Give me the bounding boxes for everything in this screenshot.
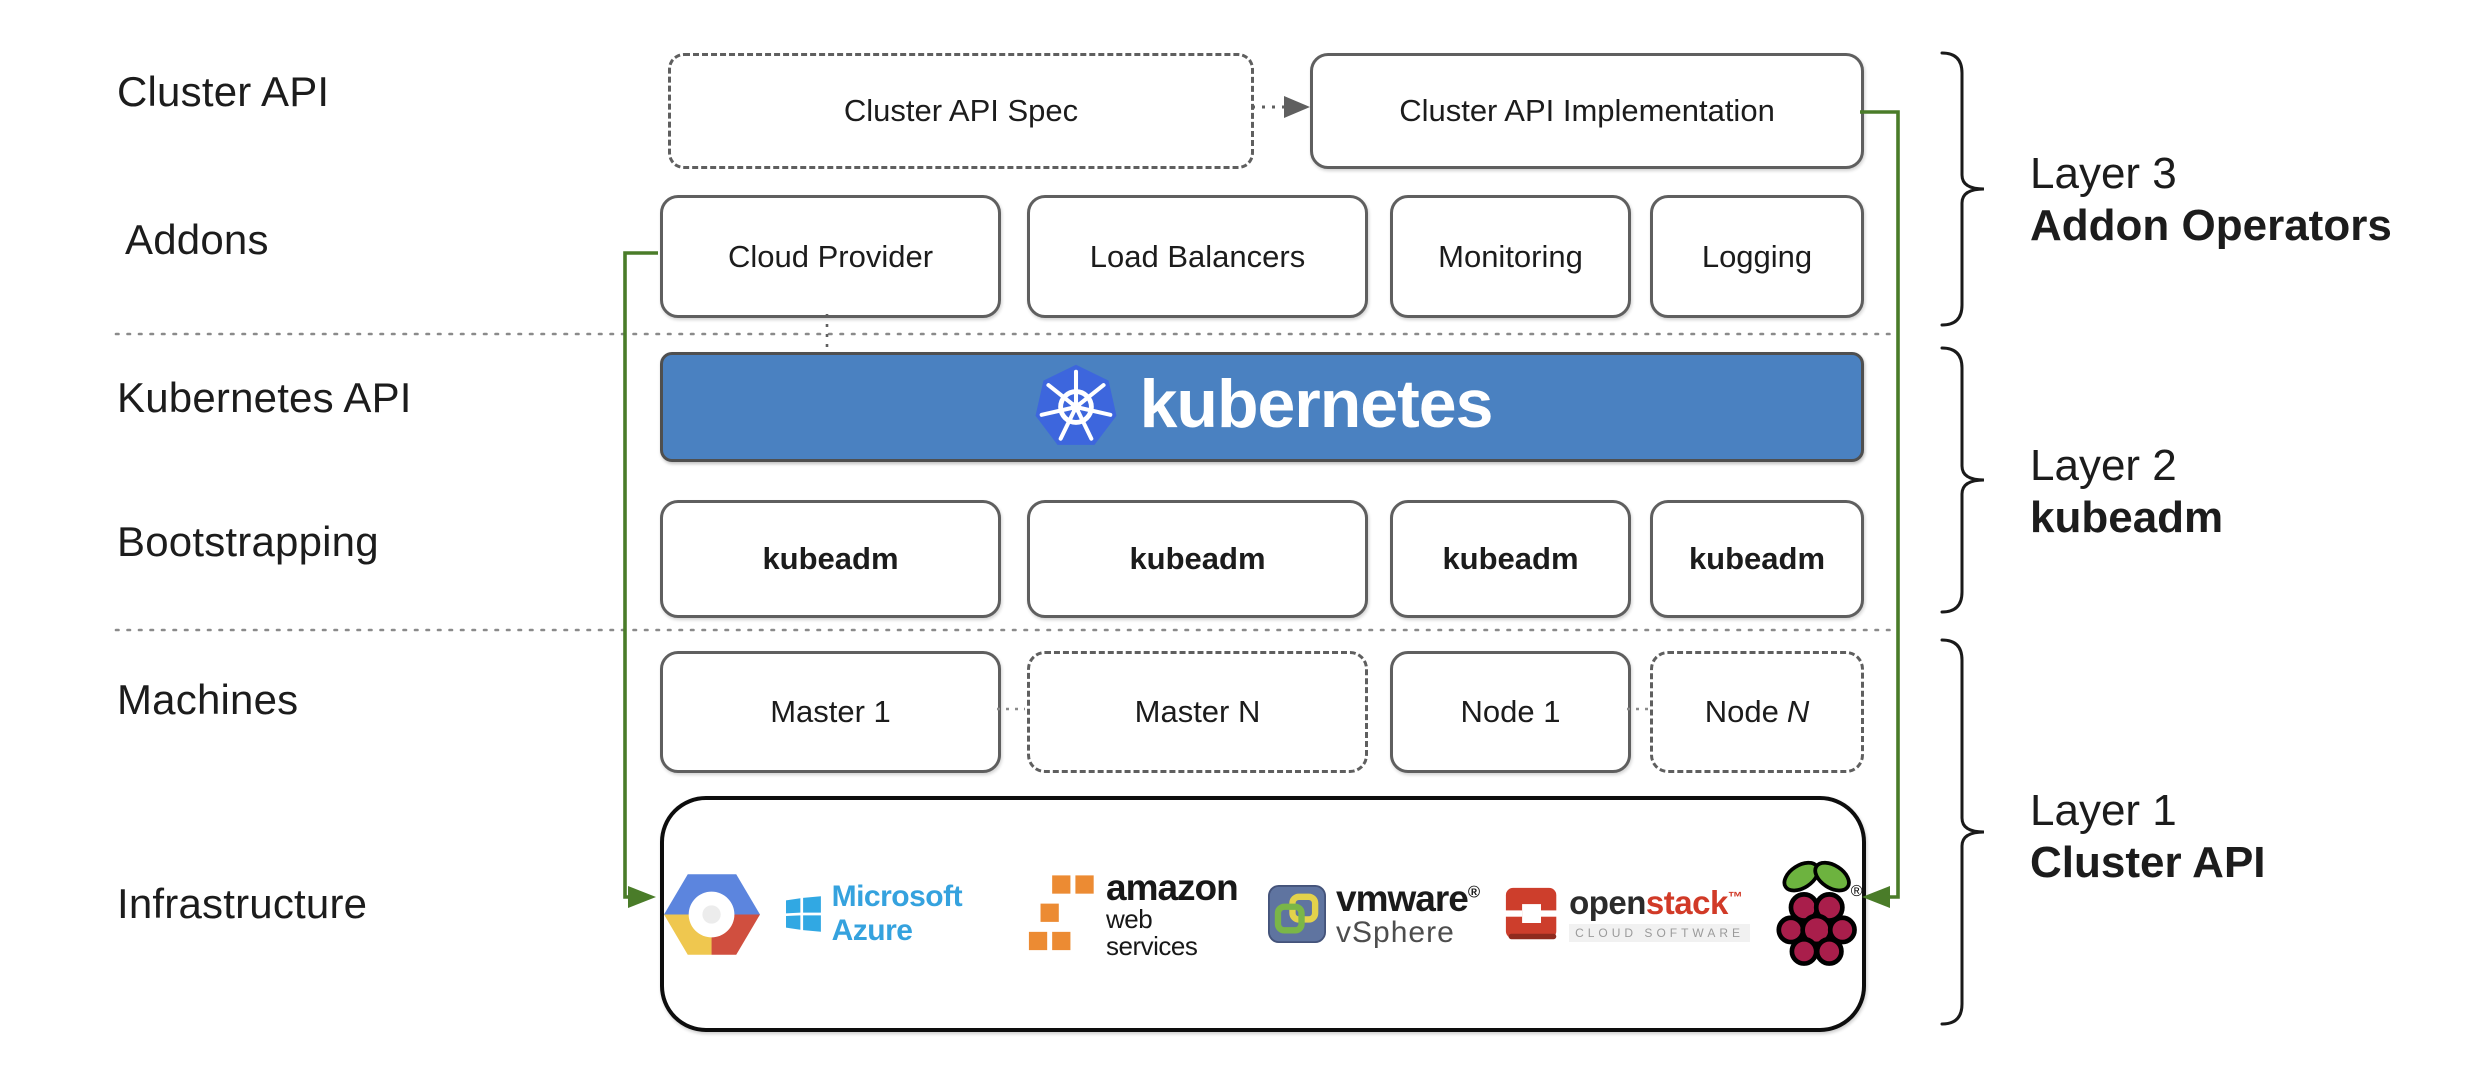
- cluster-api-spec-label: Cluster API Spec: [843, 93, 1079, 128]
- layer-3-line2: Addon Operators: [2030, 201, 2392, 250]
- microsoft-azure-logo: Microsoft Azure: [786, 880, 1000, 948]
- kubeadm-box-3: kubeadm: [1390, 500, 1631, 618]
- machine-node-n-italic: N: [1786, 694, 1810, 729]
- row-label-infrastructure: Infrastructure: [117, 880, 368, 927]
- spec-to-implementation-arrowhead: [1284, 96, 1310, 118]
- machine-master-n-box: Master N: [1027, 651, 1368, 773]
- openstack-wordmark: openstack™: [1569, 884, 1743, 922]
- implementation-to-infrastructure-arrow-line: [1860, 110, 1900, 899]
- openstack-icon: [1505, 887, 1559, 940]
- kubernetes-wordmark: kubernetes: [1139, 366, 1494, 442]
- layer-3-label: Layer 3 Addon Operators: [2030, 148, 2392, 252]
- addon-monitoring-box: Monitoring: [1390, 195, 1631, 318]
- layer-3-line1: Layer 3: [2030, 149, 2177, 198]
- kubeadm-label: kubeadm: [1442, 541, 1579, 576]
- azure-window-icon: [786, 896, 821, 932]
- machine-master-1-box: Master 1: [660, 651, 1001, 773]
- cluster-api-spec-box: Cluster API Spec: [668, 53, 1254, 169]
- cloud-provider-to-infrastructure-arrowhead: [628, 886, 656, 908]
- addon-monitoring-label: Monitoring: [1438, 238, 1583, 274]
- raspberry-pi-icon: ®: [1776, 860, 1862, 966]
- cluster-api-implementation-label: Cluster API Implementation: [1399, 93, 1775, 128]
- machine-master-1-label: Master 1: [770, 694, 891, 729]
- addon-load-balancers-box: Load Balancers: [1027, 195, 1368, 318]
- google-cloud-logo: [664, 872, 760, 957]
- raspberry-pi-logo: ®: [1776, 855, 1862, 973]
- layer-3-bracket: [1940, 51, 1985, 327]
- addon-cloud-provider-box: Cloud Provider: [660, 195, 1001, 318]
- machine-node-n-label: Node: [1704, 694, 1779, 729]
- kubeadm-label: kubeadm: [1129, 541, 1266, 576]
- implementation-to-infrastructure-arrowhead: [1862, 886, 1890, 908]
- layer-2-line1: Layer 2: [2030, 441, 2177, 490]
- infrastructure-box: Microsoft Azure amazon web services: [660, 796, 1866, 1032]
- machine-node-1-box: Node 1: [1390, 651, 1631, 773]
- addon-logging-label: Logging: [1701, 238, 1813, 274]
- openstack-tm-mark: ™: [1727, 890, 1743, 907]
- layer-1-line2: Cluster API: [2030, 838, 2266, 887]
- addon-logging-box: Logging: [1650, 195, 1864, 318]
- kubeadm-label: kubeadm: [762, 541, 899, 576]
- layer-2-label: Layer 2 kubeadm: [2030, 440, 2223, 544]
- addon-cloud-provider-label: Cloud Provider: [727, 238, 934, 274]
- row-label-cluster-api: Cluster API: [117, 68, 330, 115]
- kubernetes-banner: kubernetes: [660, 352, 1864, 462]
- aws-subtext: web services: [1106, 904, 1198, 961]
- layer-1-line1: Layer 1: [2030, 786, 2177, 835]
- row-label-kubernetes-api: Kubernetes API: [117, 374, 412, 421]
- aws-logo: amazon web services: [1026, 866, 1242, 961]
- row-label-machines: Machines: [117, 676, 299, 723]
- vmware-icon: [1268, 884, 1327, 943]
- aws-cubes-icon: [1026, 872, 1096, 953]
- kubeadm-label: kubeadm: [1688, 541, 1826, 576]
- cloud-provider-to-infrastructure-arrow-line: [623, 251, 658, 899]
- layer-2-bracket: [1940, 346, 1985, 614]
- layer-2-line2: kubeadm: [2030, 493, 2224, 542]
- kubeadm-box-4: kubeadm: [1650, 500, 1864, 618]
- layer-1-label: Layer 1 Cluster API: [2030, 785, 2266, 889]
- openstack-logo: openstack™ CLOUD SOFTWARE: [1505, 886, 1750, 942]
- azure-wordmark: Microsoft Azure: [831, 880, 963, 947]
- kubeadm-box-2: kubeadm: [1027, 500, 1368, 618]
- vsphere-label: vSphere: [1336, 915, 1455, 949]
- machine-master-n-label: Master N: [1134, 694, 1261, 729]
- vmware-vsphere-logo: vmware® vSphere: [1268, 877, 1480, 949]
- cluster-api-implementation-box: Cluster API Implementation: [1310, 53, 1864, 169]
- row-label-bootstrapping: Bootstrapping: [117, 518, 379, 565]
- raspberry-reg-mark: ®: [1851, 883, 1862, 900]
- kubernetes-helm-icon: [1035, 364, 1117, 445]
- vmware-reg-mark: ®: [1467, 882, 1480, 902]
- layer-1-bracket: [1940, 638, 1985, 1026]
- openstack-subtext: CLOUD SOFTWARE: [1569, 923, 1750, 942]
- google-cloud-icon: [664, 873, 760, 955]
- kubeadm-box-1: kubeadm: [660, 500, 1001, 618]
- addon-load-balancers-label: Load Balancers: [1089, 238, 1306, 274]
- aws-wordmark: amazon: [1106, 866, 1239, 908]
- row-label-addons: Addons: [125, 216, 269, 263]
- machine-node-1-label: Node 1: [1460, 694, 1561, 729]
- vmware-wordmark: vmware®: [1336, 877, 1480, 919]
